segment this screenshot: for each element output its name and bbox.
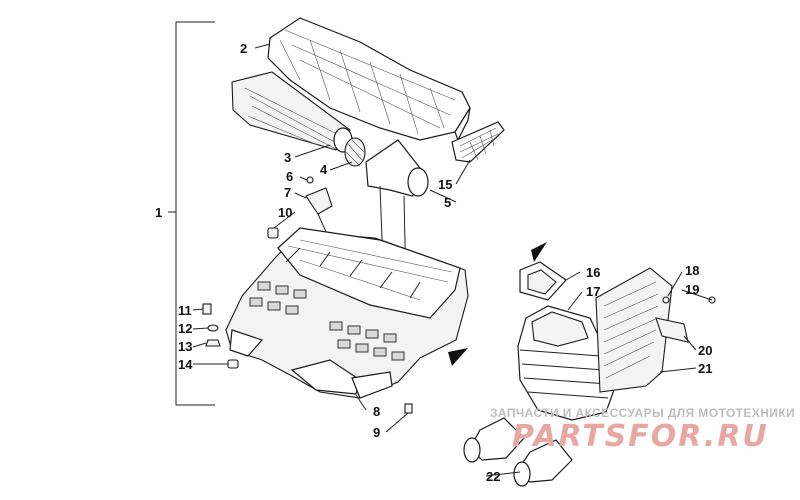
label-part-21: 21 — [698, 361, 712, 376]
label-part-15: 15 — [438, 177, 452, 192]
label-part-10: 10 — [278, 205, 292, 220]
part-16-gasket — [519, 261, 567, 301]
label-part-17: 17 — [586, 284, 600, 299]
watermark: ЗАПЧАСТИ И АКСЕССУАРЫ ДЛЯ МОТОТЕХНИКИ PA… — [490, 406, 795, 454]
part-6-screw — [306, 176, 314, 184]
assembly-bracket — [168, 21, 215, 406]
part-5-outlet-boot — [365, 139, 429, 197]
label-part-19: 19 — [685, 282, 699, 297]
label-part-22: 22 — [486, 469, 500, 484]
label-part-3: 3 — [284, 150, 291, 165]
part-8-lower-airbox — [225, 227, 469, 399]
airbox-vent-holes — [249, 281, 405, 361]
label-part-5: 5 — [444, 195, 451, 210]
label-part-1: 1 — [155, 205, 162, 220]
part-10-grommet — [267, 227, 279, 239]
label-part-8: 8 — [373, 404, 380, 419]
label-part-14: 14 — [178, 357, 193, 372]
part-14-grommet — [227, 359, 239, 369]
label-part-12: 12 — [178, 321, 192, 336]
part-12-washer — [207, 324, 219, 332]
label-part-13: 13 — [178, 339, 192, 354]
part-13-nut — [205, 339, 221, 347]
direction-arrows — [448, 242, 547, 366]
part-7-bracket-plate — [305, 187, 333, 215]
label-part-6: 6 — [286, 169, 293, 184]
label-part-4: 4 — [320, 162, 328, 177]
part-4-filter-seal — [344, 137, 366, 167]
label-part-20: 20 — [698, 343, 712, 358]
watermark-caption: ЗАПЧАСТИ И АКСЕССУАРЫ ДЛЯ МОТОТЕХНИКИ — [490, 406, 795, 420]
label-part-9: 9 — [373, 425, 380, 440]
label-part-7: 7 — [284, 185, 291, 200]
part-labels: 1 2 3 4 5 6 7 8 9 10 11 12 13 14 15 16 1… — [155, 41, 712, 484]
part-2-intake-housing — [267, 17, 471, 142]
part-18-screw — [662, 296, 670, 304]
leader-lines — [192, 43, 713, 477]
part-11-bolt — [202, 303, 212, 315]
part-17-duct-body — [517, 305, 615, 421]
part-15-mesh-screen — [451, 121, 505, 163]
label-part-16: 16 — [586, 265, 600, 280]
watermark-logo: PARTSFOR.RU — [512, 419, 769, 454]
part-22-outlet-tubes — [463, 417, 573, 487]
part-9-screw — [404, 403, 413, 414]
part-20-clip — [655, 317, 689, 343]
label-part-11: 11 — [178, 303, 192, 318]
label-part-18: 18 — [685, 263, 699, 278]
label-part-2: 2 — [240, 41, 247, 56]
